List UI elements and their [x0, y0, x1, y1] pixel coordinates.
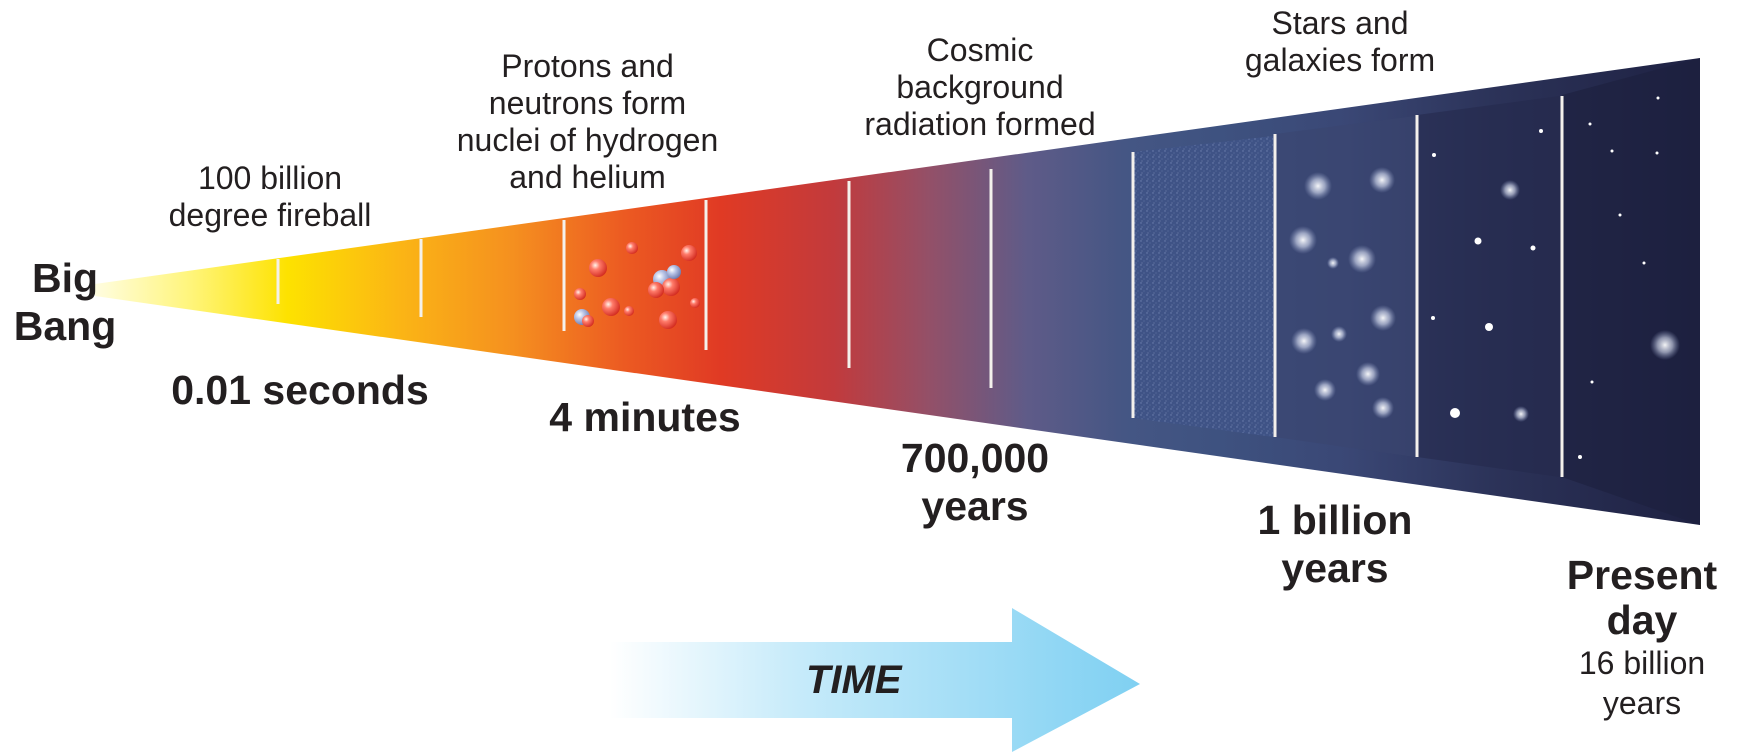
present-day-label: Present day 16 billion years [1537, 552, 1747, 723]
galaxy-panel-2 [1417, 96, 1560, 477]
event-nuclei-label: Protons and neutrons form nuclei of hydr… [425, 48, 750, 196]
cmb-noise-panel [1133, 136, 1273, 437]
present-day-line-2: day [1606, 597, 1678, 644]
time-label-3-line-2: years [921, 482, 1029, 529]
time-label-1-billion-years: 1 billion years [1210, 497, 1460, 592]
time-label-700000-years: 700,000 years [850, 435, 1100, 530]
event-stars-line-2: galaxies form [1244, 42, 1436, 79]
galaxy-panel-3 [1562, 58, 1700, 525]
time-arrow-label: TIME [806, 658, 902, 702]
big-bang-line-1: Big [31, 255, 99, 301]
event-stars-line-1: Stars and [1271, 5, 1409, 41]
event-nuclei-line-1: Protons and [501, 48, 674, 84]
time-label-4-minutes: 4 minutes [510, 394, 780, 442]
time-label-4-line-2: years [1281, 544, 1389, 591]
event-cmb-line-1: Cosmic [926, 32, 1034, 68]
event-nuclei-line-4: and helium [509, 159, 666, 196]
event-cmb-line-2: background [896, 69, 1064, 106]
galaxy-panel-1 [1275, 116, 1415, 457]
big-bang-label: Big Bang [0, 255, 130, 350]
present-day-line-1: Present [1566, 552, 1718, 598]
time-label-1-line-1: 0.01 seconds [171, 367, 429, 413]
nucleon-particles [574, 242, 700, 329]
present-age-line-1: 16 billion [1578, 645, 1706, 682]
big-bang-line-2: Bang [13, 302, 117, 349]
time-label-0-01-seconds: 0.01 seconds [130, 367, 470, 415]
event-fireball-label: 100 billion degree fireball [120, 160, 420, 234]
event-nuclei-line-3: nuclei of hydrogen [456, 122, 719, 159]
event-stars-label: Stars and galaxies form [1200, 5, 1480, 79]
galaxies [1289, 96, 1680, 459]
segment-dividers [276, 96, 1564, 477]
time-label-4-line-1: 1 billion [1257, 497, 1413, 543]
event-fireball-line-1: 100 billion [197, 160, 343, 196]
event-fireball-line-2: degree fireball [168, 197, 372, 234]
event-cmb-label: Cosmic background radiation formed [830, 32, 1130, 143]
time-arrow [610, 608, 1140, 752]
time-label-2-line-1: 4 minutes [549, 394, 741, 440]
time-label-3-line-1: 700,000 [900, 435, 1050, 481]
event-cmb-line-3: radiation formed [864, 106, 1096, 143]
event-nuclei-line-2: neutrons form [488, 85, 687, 122]
present-age-line-2: years [1602, 685, 1682, 722]
